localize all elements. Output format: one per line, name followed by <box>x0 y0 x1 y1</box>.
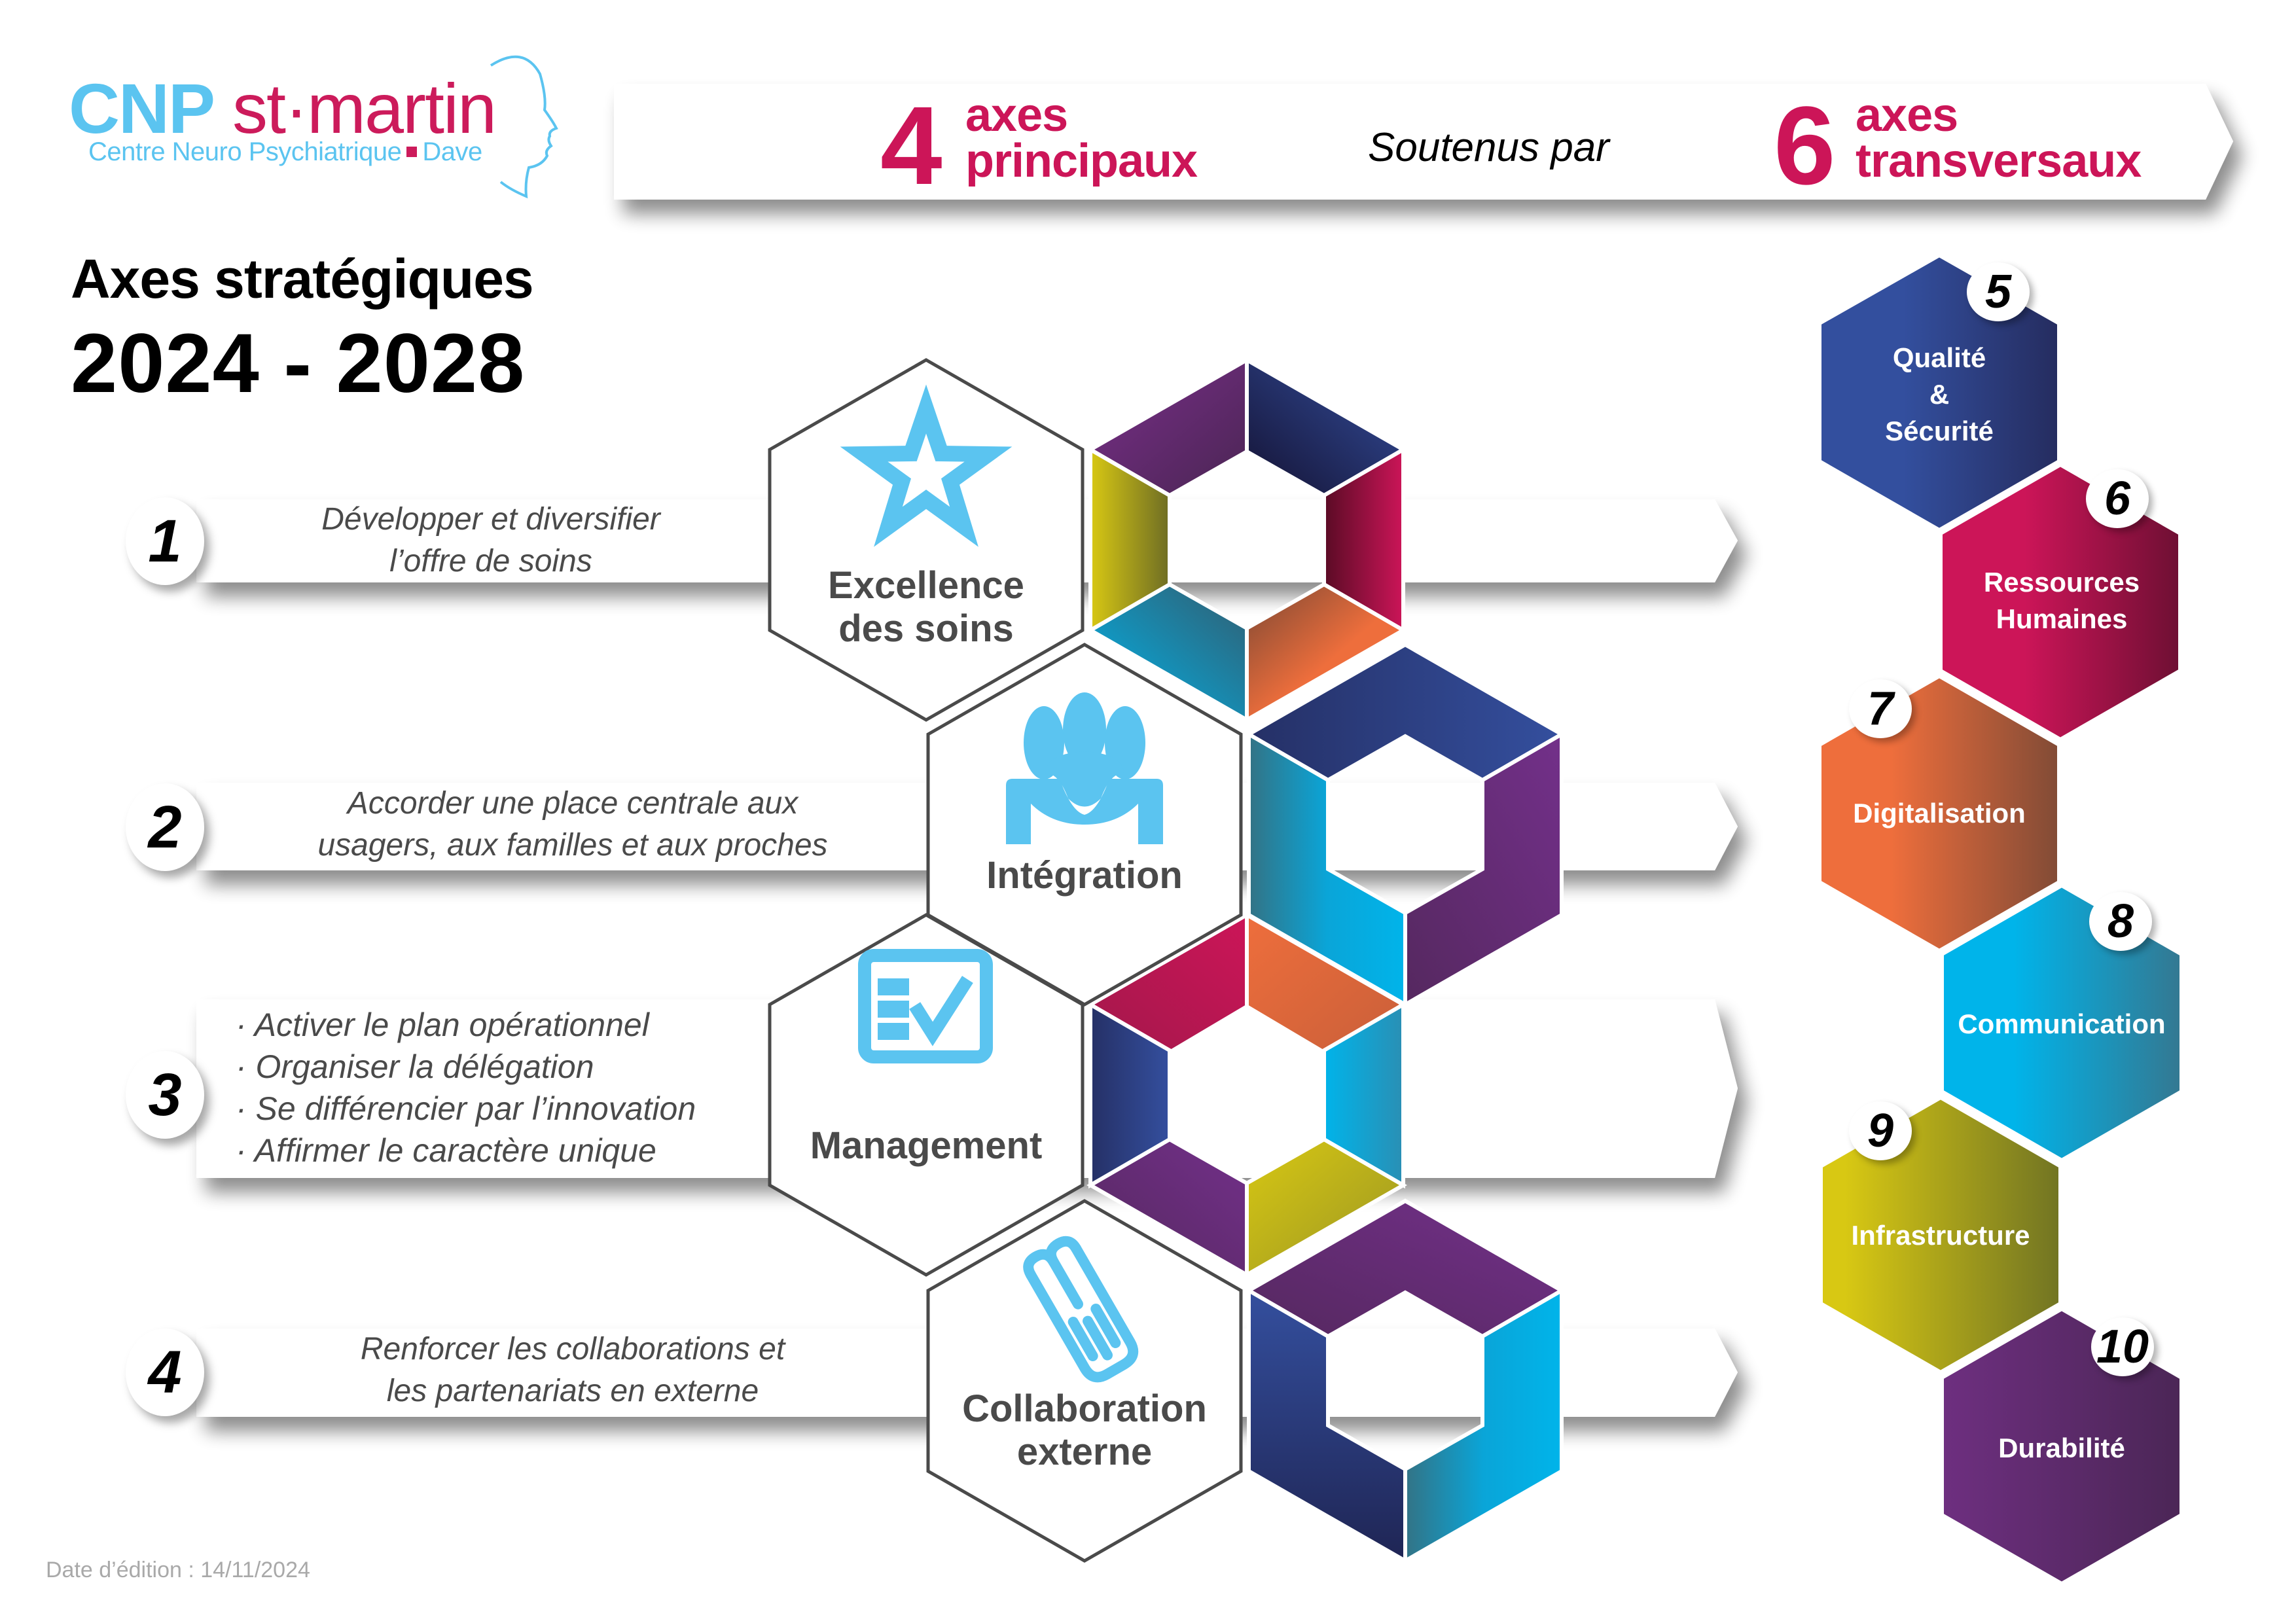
transverse-axis-7-label[interactable]: Digitalisation <box>1853 798 2026 829</box>
handshake-icon <box>1023 1236 1139 1383</box>
mosaic-hex-1 <box>1086 356 1408 724</box>
transverse-hex-8 <box>1940 883 2183 1163</box>
transverse-axes-label-2: transversaux <box>1856 135 2142 187</box>
logo-square-icon <box>406 147 418 158</box>
transverse-number-6: 6 <box>2086 469 2149 528</box>
checklist-icon <box>858 949 993 1063</box>
people-group-icon <box>1006 692 1163 844</box>
axis-3-title[interactable]: Management <box>810 1124 1043 1167</box>
transverse-axis-8-label[interactable]: Communication <box>1958 1008 2166 1039</box>
transverse-axes-count: 6 <box>1774 84 1836 208</box>
main-axes-count: 4 <box>880 84 942 208</box>
transverse-number-10: 10 <box>2091 1317 2154 1376</box>
transverse-hex-5 <box>1818 253 2061 533</box>
head-profile-icon <box>490 55 558 199</box>
transverse-number-9: 9 <box>1849 1101 1912 1160</box>
logo-wordmark: CNP st·martin <box>69 73 497 144</box>
axis-1-title[interactable]: Excellence des soins <box>828 564 1024 650</box>
header-banner <box>614 84 2233 200</box>
transverse-hexes <box>1818 253 2183 1586</box>
page-years: 2024 - 2028 <box>71 317 526 410</box>
outline-hex-4 <box>926 1199 1243 1563</box>
transverse-number-7: 7 <box>1849 679 1912 738</box>
transverse-hex-7 <box>1818 673 2061 954</box>
transverse-axis-9-label[interactable]: Infrastructure <box>1851 1220 2030 1251</box>
mosaic-connectors-a <box>1086 911 1407 1055</box>
transverse-hex-10 <box>1940 1306 2183 1586</box>
outline-hex-3 <box>768 913 1085 1277</box>
transverse-hex-6 <box>1939 462 2182 742</box>
edition-date: Date d’édition : 14/11/2024 <box>46 1558 310 1582</box>
page-title: Axes stratégiques <box>71 248 534 310</box>
transverse-hex-9 <box>1819 1095 2062 1375</box>
axis-3-description: · Activer le plan opérationnel · Organis… <box>236 1007 696 1169</box>
logo-name: st·martin <box>232 69 497 148</box>
mosaic-hex-3 <box>1086 1001 1408 1279</box>
axis-2-title[interactable]: Intégration <box>986 854 1183 897</box>
transverse-number-5: 5 <box>1967 262 2030 321</box>
axis-2-description: Accorder une place centrale aux usagers,… <box>317 786 828 863</box>
transverse-axis-5-label[interactable]: Qualité & Sécurité <box>1885 342 1994 446</box>
transverse-axis-10-label[interactable]: Durabilité <box>1998 1433 2125 1463</box>
axis-1-description: Développer et diversifier l’offre de soi… <box>321 502 660 579</box>
axis-4-title[interactable]: Collaboration externe <box>962 1387 1207 1473</box>
transverse-number-8: 8 <box>2089 892 2152 951</box>
transverse-axes-label-1: axes <box>1856 89 1958 141</box>
connector-text: Soutenus par <box>1368 125 1609 170</box>
axis-number-2: 2 <box>126 783 204 871</box>
logo-cnp: CNP <box>69 69 215 148</box>
transverse-axis-6-label[interactable]: Ressources Humaines <box>1983 567 2140 634</box>
axis-number-1: 1 <box>126 497 204 585</box>
main-axes-label-1: axes <box>965 89 1068 141</box>
star-icon <box>840 384 1013 547</box>
axis-4-description: Renforcer les collaborations et les part… <box>360 1332 785 1408</box>
axis-number-3: 3 <box>126 1051 204 1139</box>
mosaic-hex-4 <box>1244 1198 1566 1565</box>
logo-subtitle: Centre Neuro Psychiatrique Dave <box>88 137 482 167</box>
logo-subtitle-left: Centre Neuro Psychiatrique <box>88 137 402 166</box>
axis-number-4: 4 <box>126 1329 204 1416</box>
main-axes-label-2: principaux <box>965 135 1198 187</box>
logo-subtitle-right: Dave <box>422 137 482 166</box>
